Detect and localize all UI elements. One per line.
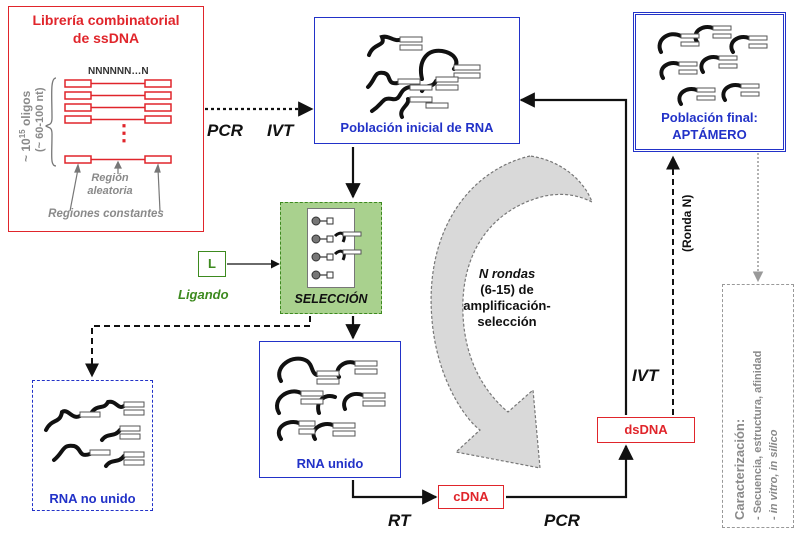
- rt-arrow: [351, 480, 438, 505]
- bound-rna-molecules: [275, 356, 386, 441]
- oligo-length-label: (~ 60-100 nt): [34, 87, 46, 153]
- rounds-text: N rondas (6-15) de amplificación- selecc…: [463, 266, 551, 329]
- library-dots: ⋮: [113, 120, 135, 145]
- unbound-rna-molecules: [44, 399, 145, 468]
- selection-label: SELECCIÓN: [294, 292, 368, 306]
- selection-binding-drawing: [311, 216, 362, 280]
- oligo-library-drawing: [45, 77, 172, 212]
- final-population-line1: Población final:: [661, 110, 758, 125]
- dsdna-label: dsDNA: [624, 422, 668, 437]
- cycle-arrow: [430, 155, 594, 469]
- pcr-label-second: PCR: [544, 511, 580, 530]
- characterization-title: Caracterización:: [732, 418, 747, 520]
- library-title-line2: de ssDNA: [72, 30, 140, 46]
- ivt-label-first: IVT: [267, 121, 294, 140]
- cdna-box: [438, 485, 504, 509]
- characterization-line2: - Secuencia, estructura, afinidad: [752, 350, 764, 520]
- ligand-symbol: L: [208, 256, 216, 271]
- cdna-label: cDNA: [453, 489, 489, 504]
- random-region-label: Región aleatoria: [87, 172, 133, 197]
- aptamer-molecules: [657, 25, 768, 106]
- oligo-count-label: ~ 1015 oligos: [18, 90, 33, 162]
- initial-rna-molecules: [366, 34, 481, 119]
- library-title-line1: Librería combinatorial: [32, 12, 180, 28]
- constant-regions-label: Regiones constantes: [48, 208, 164, 220]
- characterization-box: [722, 284, 794, 528]
- bound-rna-label: RNA unido: [296, 456, 364, 471]
- to-unbound-arrow: [85, 316, 311, 378]
- unbound-rna-label: RNA no unido: [49, 491, 136, 506]
- characterization-line3: - in vitro, in silico: [768, 429, 780, 520]
- final-population-box: [633, 12, 786, 152]
- cycle-return-arrow: [519, 92, 628, 415]
- final-population-line2: APTÁMERO: [672, 127, 747, 142]
- round-n-label: (Ronda N): [680, 194, 694, 252]
- pcr-second-arrow: [506, 444, 634, 499]
- rt-label: RT: [388, 511, 411, 530]
- initial-population-label: Población inicial de RNA: [340, 120, 494, 135]
- dsdna-box: [597, 417, 695, 443]
- ivt-label-second: IVT: [632, 366, 659, 385]
- ligand-label: Ligando: [178, 287, 229, 302]
- ligand-box: [198, 251, 226, 277]
- random-sequence-label: NNNNNN…N: [88, 66, 149, 77]
- pcr-label-first: PCR: [207, 121, 243, 140]
